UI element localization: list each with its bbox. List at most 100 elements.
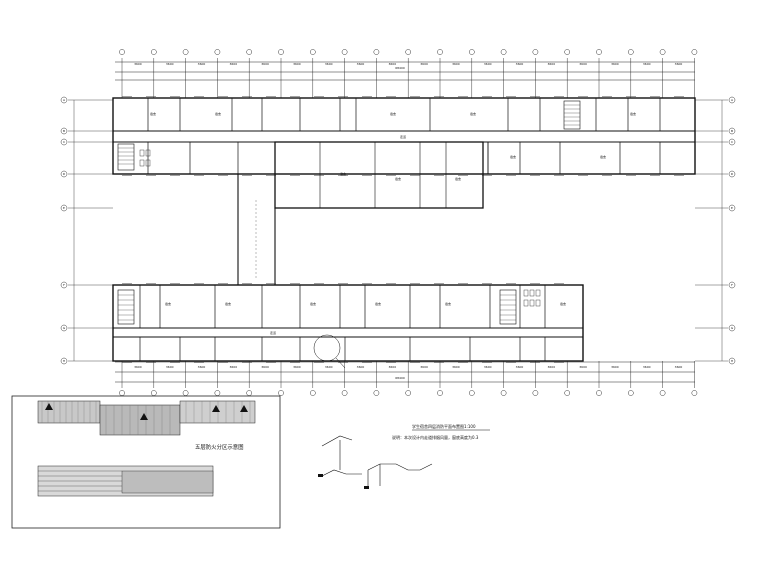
top-axis-ticks: 3600 3600 3600 3600 3600 3600 3600 3600 3600 3600… (119, 49, 698, 98)
axis-bubble (182, 49, 189, 55)
central-hall (274, 141, 696, 209)
axis-bubble (405, 390, 412, 396)
dimension-label: 3600 (675, 365, 683, 369)
svg-text:宿舍: 宿舍 (395, 176, 401, 181)
dimension-label: 3600 (547, 365, 555, 369)
axis-bubble-left (60, 204, 68, 212)
dimension-label: 3600 (198, 365, 206, 369)
axis-bubble (500, 390, 507, 396)
axis-bubble (691, 390, 698, 396)
axis-bubble-right (728, 96, 736, 104)
axis-bubble (627, 390, 634, 396)
connecting-corridor (237, 173, 276, 285)
dimension-label: 3600 (229, 365, 237, 369)
dimension-label: 3600 (166, 365, 174, 369)
axis-bubble-right (728, 281, 736, 289)
axis-bubble (437, 49, 443, 55)
dimension-label: 3600 (388, 62, 396, 66)
axis-letter: D (63, 172, 66, 176)
axis-bubble (532, 49, 539, 55)
axis-bubble (278, 390, 284, 396)
lower-stair-hatch (118, 294, 516, 321)
axis-bubble (214, 390, 221, 396)
axis-bubble (627, 49, 634, 55)
axis-letter: F (63, 283, 65, 287)
axis-bubble-right (728, 127, 736, 135)
axis-bubble-left (60, 324, 68, 332)
axis-bubble (150, 390, 157, 396)
drawing-title: 学生宿舍四层消防平面布置图1:100 (412, 423, 476, 429)
axis-bubble (309, 49, 316, 55)
dimension-label: 3600 (516, 365, 524, 369)
axis-bubble-left (60, 170, 68, 178)
dimension-label: 3600 (229, 62, 237, 66)
dimension-label: 3600 (134, 365, 142, 369)
upper-stair-hatch (118, 104, 580, 165)
axis-bubble-left (60, 96, 68, 104)
total-dimension-top: 68400 (395, 66, 405, 70)
axis-bubble (500, 49, 507, 55)
svg-text:宿舍: 宿舍 (215, 111, 221, 116)
dimension-label: 3600 (484, 365, 492, 369)
axis-bubble-right (728, 170, 736, 178)
dimension-label: 3600 (166, 62, 174, 66)
axis-letter: C (63, 140, 65, 144)
svg-text:宿舍: 宿舍 (455, 176, 461, 181)
axis-bubble-right (728, 138, 736, 146)
dimension-label: 3600 (357, 365, 365, 369)
detail-callout (313, 334, 346, 369)
axis-bubble (373, 49, 380, 55)
dimension-label: 3600 (261, 365, 269, 369)
axis-letter: B (63, 129, 65, 133)
dimension-label: 3600 (293, 62, 301, 66)
drawing-note: 说明：本次设计内走道排烟风量，窗底高度为0.3 (392, 434, 479, 440)
axis-letter: E (731, 206, 733, 210)
dimension-label: 3600 (675, 62, 683, 66)
axis-bubble (564, 390, 571, 396)
dimension-label: 3600 (325, 365, 333, 369)
dimension-label: 3600 (547, 62, 555, 66)
axis-letter: B (731, 129, 733, 133)
axis-bubble (405, 49, 412, 55)
axis-letter: A (63, 98, 66, 102)
axis-bubble (532, 390, 539, 396)
svg-text:走道: 走道 (270, 330, 276, 335)
dimension-label: 3600 (516, 62, 524, 66)
axis-bubble (437, 390, 443, 396)
svg-text:宿舍: 宿舍 (600, 154, 606, 159)
dimension-label: 3600 (134, 62, 142, 66)
dimension-label: 3600 (484, 62, 492, 66)
dimension-label: 3600 (261, 62, 269, 66)
axis-bubble (596, 390, 602, 396)
dimension-label: 3600 (452, 62, 460, 66)
riser-diagram (321, 435, 433, 488)
axis-bubble (468, 390, 475, 396)
axis-letter: H (731, 359, 733, 363)
dimension-label: 3600 (643, 62, 651, 66)
axis-bubble (373, 390, 380, 396)
dimension-label: 3600 (611, 365, 619, 369)
axis-letter: A (731, 98, 734, 102)
axis-bubble (659, 49, 666, 55)
axis-letter: C (731, 140, 733, 144)
svg-text:宿舍: 宿舍 (445, 301, 451, 306)
svg-text:宿舍: 宿舍 (510, 154, 516, 159)
axis-bubble (341, 390, 348, 396)
legend-title: 五层防火分区示意图 (195, 443, 244, 451)
axis-bubble (119, 49, 125, 55)
bottom-dimension-lines (115, 361, 695, 383)
dimension-label: 3600 (579, 365, 587, 369)
dimension-label: 3600 (643, 365, 651, 369)
dimension-label: 3600 (420, 62, 428, 66)
svg-text:宿舍: 宿舍 (390, 111, 396, 116)
axis-bubble (214, 49, 221, 55)
axis-bubble-right (728, 357, 736, 365)
axis-bubble (278, 49, 284, 55)
axis-bubble (659, 390, 666, 396)
svg-text:宿舍: 宿舍 (560, 301, 566, 306)
axis-bubble (691, 49, 698, 55)
axis-bubble (596, 49, 602, 55)
axis-bubble-left (60, 357, 68, 365)
dimension-label: 3600 (611, 62, 619, 66)
